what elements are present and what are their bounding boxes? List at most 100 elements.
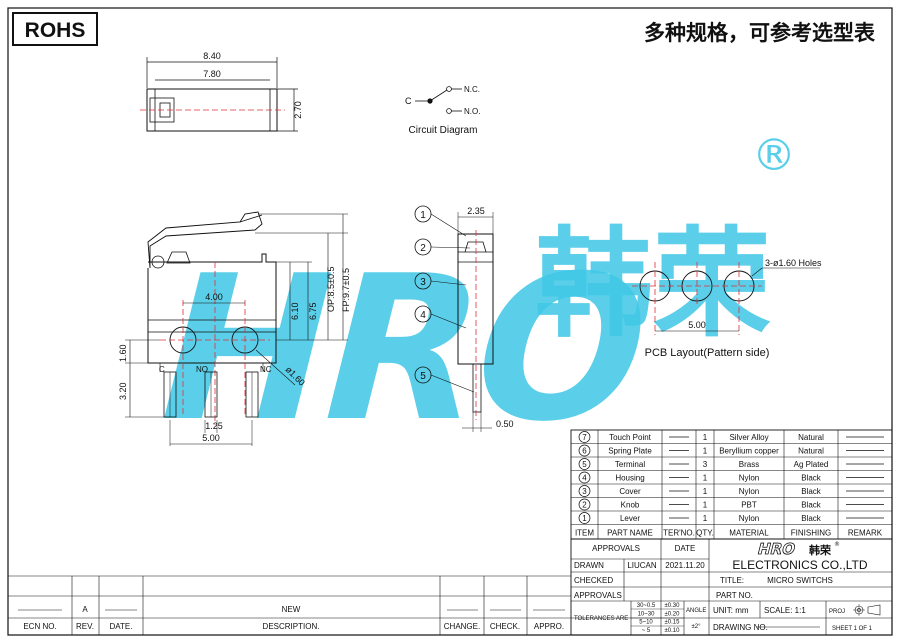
dim-675: 6.75 [308, 302, 318, 320]
svg-text:4: 4 [420, 310, 426, 321]
bom-material: Brass [739, 460, 759, 469]
title-block: APPROVALS DATE DRAWN LIUCAN 2021.11.20 C… [570, 538, 893, 636]
circuit-diagram: C N.C. N.O. Circuit Diagram [405, 85, 480, 136]
bom-header-ter: TER'NO. [663, 529, 695, 538]
bom-material: Beryllium copper [719, 447, 779, 456]
bom-material: Silver Alloy [729, 433, 768, 442]
tb-checked: CHECKED [574, 576, 613, 585]
bom-finishing: Black [801, 501, 822, 510]
company-logo: HRO 韩荣 ® [755, 540, 840, 559]
rev-rev-header: REV. [76, 622, 94, 631]
bom-qty: 1 [703, 433, 708, 442]
pcb-caption: PCB Layout(Pattern side) [645, 347, 770, 359]
rev-appro-header: APPRO. [534, 622, 564, 631]
tb-approvals: APPROVALS [592, 544, 640, 553]
tb-drawn: DRAWN [574, 561, 604, 570]
dim-400: 4.00 [205, 292, 223, 302]
bom-item-number: 2 [582, 501, 587, 510]
tb-scale: SCALE: 1:1 [764, 606, 806, 615]
bom-part-name: Terminal [615, 460, 645, 469]
dim-op: OP:8.5±0.5 [326, 267, 336, 312]
dim-160: 1.60 [118, 344, 128, 362]
bom-part-name: Lever [620, 514, 640, 523]
dim-840: 8.40 [203, 51, 221, 61]
projection-symbol-icon [853, 604, 881, 616]
front-view: C NO NC 4.00 6.10 6.75 OP:8.5±0.5 FP:9.7… [118, 211, 351, 446]
tb-tolerances: TOLERANCES ARE [574, 616, 628, 622]
bom-qty: 1 [703, 447, 708, 456]
bom-item-circle [578, 512, 591, 524]
bom-finishing: Ag Plated [794, 460, 829, 469]
bom-item-number: 3 [582, 487, 587, 496]
bom-qty: 3 [703, 460, 708, 469]
rev-ecn-header: ECN NO. [23, 622, 56, 631]
tb-part-no: PART NO. [716, 591, 753, 600]
bom-qty: 1 [703, 514, 708, 523]
dim-270: 2.70 [293, 101, 303, 119]
tb-approvals2: APPROVALS [574, 591, 622, 600]
circuit-c: C [405, 96, 412, 106]
tb-title-value: MICRO SWITCHS [767, 576, 833, 585]
bom-finishing: Black [801, 474, 822, 483]
tb-title-label: TITLE: [720, 576, 744, 585]
tolerance-range: 30~0.5 [637, 603, 656, 609]
bom-part-name: Housing [615, 474, 644, 483]
pcb-holes-label: 3-ø1.60 Holes [765, 258, 822, 268]
bom-item-circle [578, 458, 591, 470]
bom-header-fin: FINISHING [791, 529, 831, 538]
watermark-cjk: 韩荣 [535, 215, 771, 353]
dim-125: 1.25 [205, 421, 223, 431]
svg-text:2: 2 [420, 243, 426, 254]
bom-item-circle [578, 498, 591, 511]
top-view: 8.40 7.80 2.70 [140, 51, 303, 132]
tb-company: ELECTRONICS CO.,LTD [732, 558, 867, 572]
callout-2: 2 [414, 238, 471, 256]
tb-angle-val: ±2° [691, 624, 701, 630]
bom-header-item: ITEM [575, 529, 594, 538]
tb-angle: ANGLE [686, 608, 706, 614]
tolerance-range: 5~10 [639, 620, 653, 626]
dim-050: 0.50 [496, 419, 514, 429]
rev-change-header: CHANGE. [444, 622, 480, 631]
dim-320: 3.20 [118, 382, 128, 400]
callout-4: 4 [414, 305, 467, 329]
bom-item-number: 4 [582, 474, 587, 483]
rohs-badge [12, 12, 98, 46]
rev-desc-value: NEW [282, 605, 301, 614]
bom-material: Nylon [739, 474, 759, 483]
pin-no-label: NO [196, 365, 208, 374]
svg-text:3: 3 [420, 277, 426, 288]
tb-proj: PROJ [829, 609, 845, 615]
dim-fp: FP:9.7±0.5 [341, 268, 351, 312]
tb-unit: UNIT: mm [713, 606, 749, 615]
tolerance-range: ~ 5 [642, 628, 651, 634]
revision-block: A NEW ECN NO. REV. DATE. DESCRIPTION. CH… [8, 575, 571, 635]
bom-header-qty: QTY. [696, 529, 714, 538]
watermark: HRO 韩荣 ® [134, 130, 796, 465]
bom-item-circle [578, 431, 591, 443]
headline: 多种规格，可参考选型表 [644, 21, 876, 45]
bom-finishing: Natural [798, 447, 824, 456]
bom-part-name: Cover [619, 487, 641, 496]
callout-5: 5 [414, 366, 475, 393]
rev-value: A [82, 605, 88, 614]
bom-item-circle [578, 471, 591, 484]
bom-finishing: Black [801, 487, 822, 496]
bom-material: Nylon [739, 514, 759, 523]
watermark-reg: ® [752, 130, 796, 181]
pin-c-label: C [159, 365, 165, 374]
bom-header-name: PART NAME [607, 529, 653, 538]
dim-780: 7.80 [203, 69, 221, 79]
tolerance-value: ±0.20 [665, 611, 681, 617]
pcb-dim-500: 5.00 [688, 320, 706, 330]
sheet-border [7, 7, 893, 636]
callout-3: 3 [414, 272, 467, 290]
bom-item-circle [578, 444, 591, 457]
dim-500-front: 5.00 [202, 433, 220, 443]
tolerance-range: 10~30 [638, 611, 656, 617]
tb-drawn-date: 2021.11.20 [665, 561, 705, 570]
bom-part-name: Spring Plate [608, 447, 652, 456]
